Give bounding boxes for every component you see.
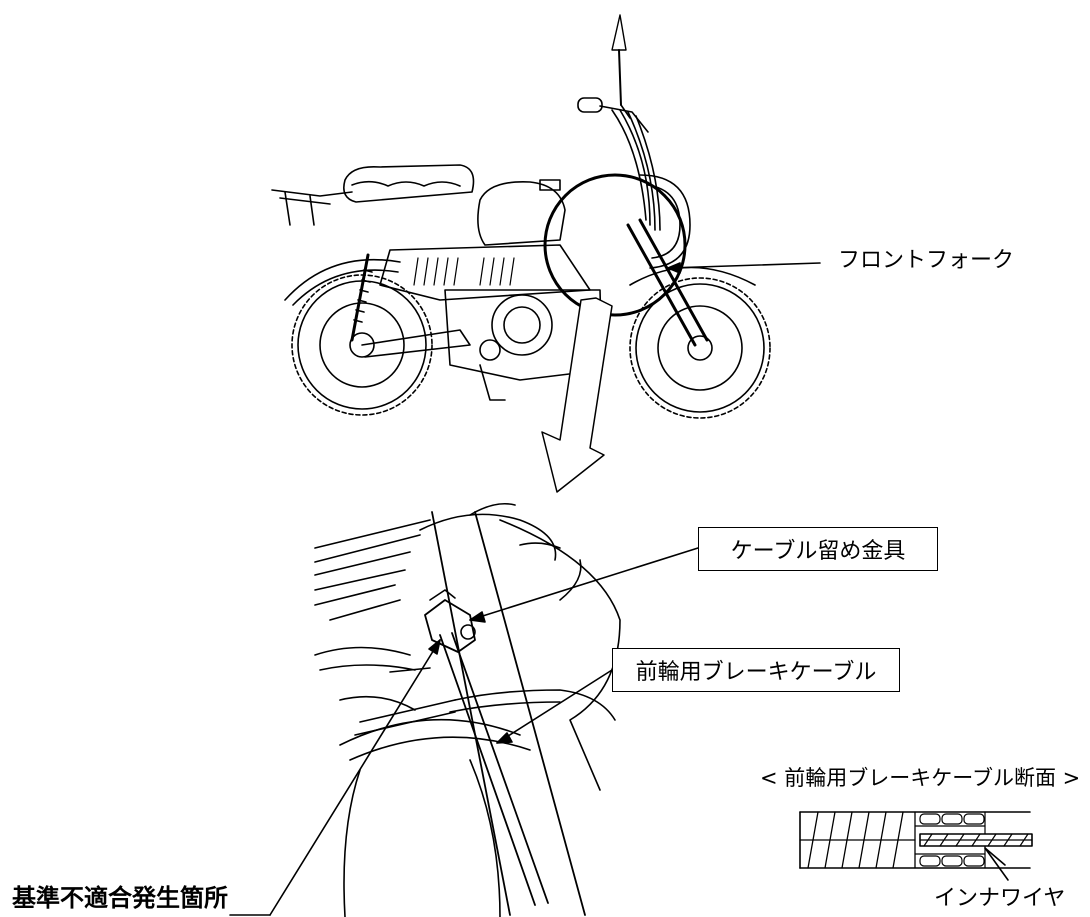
brake-cable-leader	[496, 669, 613, 744]
cable-clamp-leader	[469, 547, 699, 621]
motorcycle-illustration	[271, 14, 771, 419]
cable-clamp-label: ケーブル留め金具	[698, 527, 938, 571]
front-fork-leader	[667, 262, 821, 269]
inner-wire-leader	[984, 847, 1009, 881]
front-fork-label: フロントフォーク	[838, 248, 1015, 273]
cross-section-title: < 前輪用ブレーキケーブル断面 >	[760, 766, 1081, 790]
cable-cross-section	[799, 811, 1033, 869]
highlight-circle	[543, 173, 687, 317]
nonconformity-location-label: 基準不適合発生箇所	[12, 884, 228, 912]
zoom-arrow	[541, 297, 613, 493]
front-brake-cable-label: 前輪用ブレーキケーブル	[612, 648, 900, 692]
detail-view-illustration	[314, 502, 621, 917]
inner-wire-label: インナワイヤ	[934, 886, 1066, 911]
